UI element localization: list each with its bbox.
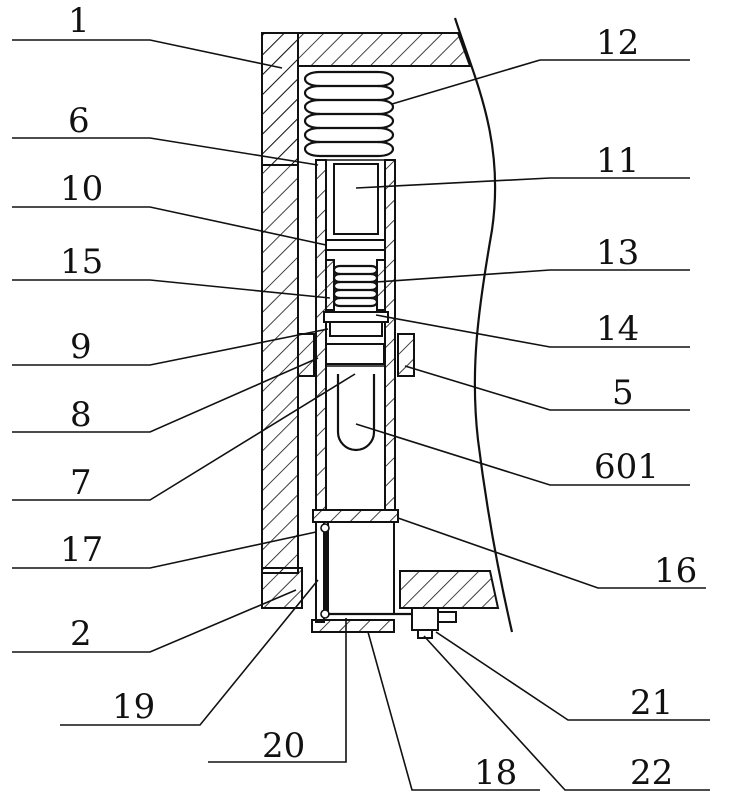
label-16: 16	[654, 551, 697, 591]
label-1: 1	[68, 1, 90, 41]
label-21: 21	[630, 683, 673, 723]
label-19: 19	[112, 687, 155, 727]
label-8: 8	[70, 395, 92, 435]
block-5-left	[298, 334, 314, 376]
rod-9	[330, 322, 382, 336]
break-line	[455, 18, 512, 632]
tab-21	[438, 612, 456, 622]
spring-13	[326, 260, 385, 310]
label-9: 9	[70, 327, 92, 367]
spring-12	[305, 72, 393, 156]
label-20: 20	[262, 726, 305, 766]
label-2: 2	[70, 614, 92, 654]
label-7: 7	[70, 463, 92, 503]
slot-601	[338, 374, 374, 450]
plate-10	[326, 240, 385, 250]
plate-16	[313, 510, 398, 522]
label-5: 5	[612, 373, 634, 413]
block-18-body	[328, 522, 394, 614]
label-15: 15	[60, 242, 103, 282]
label-6: 6	[68, 101, 90, 141]
label-12: 12	[596, 23, 639, 63]
block-11	[334, 164, 378, 234]
pin-block-8	[326, 344, 384, 364]
block-5-right	[398, 334, 414, 376]
label-11: 11	[596, 141, 639, 181]
plate-14	[324, 312, 388, 322]
label-14: 14	[596, 309, 639, 349]
pivot-top	[321, 524, 329, 532]
pivot-bottom	[321, 610, 329, 618]
block-21	[412, 608, 438, 630]
label-13: 13	[596, 233, 639, 273]
label-18: 18	[474, 753, 517, 793]
label-10: 10	[60, 169, 103, 209]
label-17: 17	[60, 530, 103, 570]
label-601: 601	[594, 447, 659, 487]
block-17	[316, 522, 324, 622]
label-22: 22	[630, 753, 673, 793]
base-18	[312, 620, 394, 632]
